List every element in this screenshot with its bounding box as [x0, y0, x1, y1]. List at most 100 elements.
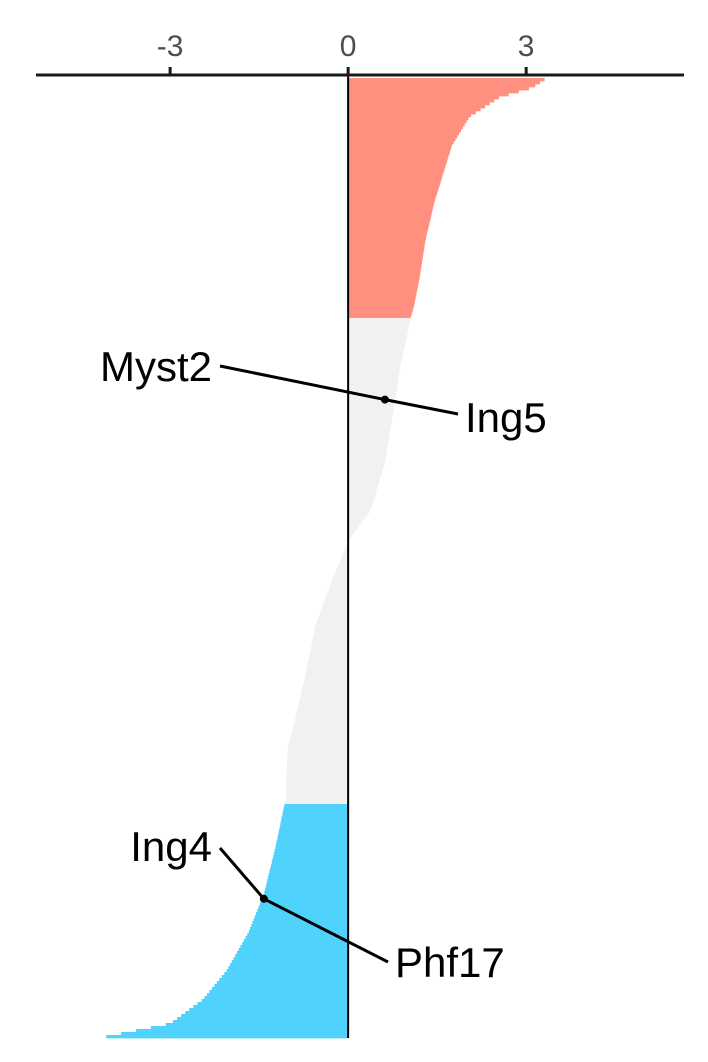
- bar: [348, 219, 431, 223]
- bar: [348, 522, 361, 526]
- bar: [348, 441, 389, 445]
- bar: [348, 168, 445, 172]
- bar: [335, 570, 349, 574]
- bar: [135, 1029, 349, 1033]
- bar: [348, 240, 426, 244]
- bar: [348, 378, 399, 382]
- bar: [302, 687, 349, 691]
- highlight-label: Myst2: [100, 343, 212, 390]
- bar: [348, 159, 448, 163]
- bar: [287, 756, 349, 760]
- bar: [348, 117, 469, 121]
- bar: [322, 606, 349, 610]
- bar: [348, 162, 447, 166]
- bar: [345, 546, 349, 550]
- bar: [121, 1032, 349, 1036]
- bar: [348, 132, 460, 136]
- bar: [348, 312, 412, 316]
- bar: [185, 1011, 349, 1015]
- x-tick-label: -3: [157, 30, 184, 63]
- bar: [348, 495, 375, 499]
- bar: [348, 246, 425, 250]
- highlight-label: Phf17: [395, 939, 505, 986]
- bar: [318, 615, 349, 619]
- bar: [348, 144, 452, 148]
- bar: [304, 678, 349, 682]
- bar: [348, 300, 415, 304]
- bar: [340, 558, 349, 562]
- bar: [284, 804, 349, 808]
- bar: [300, 696, 349, 700]
- bar: [348, 213, 432, 217]
- bar: [286, 765, 349, 769]
- bar: [333, 576, 349, 580]
- bar: [330, 582, 349, 586]
- bar: [256, 912, 349, 916]
- bar: [348, 411, 394, 415]
- bar: [348, 339, 406, 343]
- bar: [297, 708, 349, 712]
- bar: [253, 918, 349, 922]
- bar: [348, 429, 391, 433]
- bar: [348, 534, 352, 538]
- bar: [348, 123, 465, 127]
- bar: [252, 921, 349, 925]
- bar: [334, 573, 349, 577]
- bar: [327, 591, 349, 595]
- bar: [348, 315, 411, 319]
- bar: [189, 1008, 349, 1012]
- bar: [348, 369, 400, 373]
- bar: [348, 195, 437, 199]
- bar: [259, 903, 349, 907]
- bar: [329, 585, 349, 589]
- bar: [279, 828, 349, 832]
- bar: [283, 807, 349, 811]
- bar: [281, 819, 349, 823]
- bar: [269, 870, 349, 874]
- bar: [277, 834, 349, 838]
- bar: [348, 372, 400, 376]
- highlight-leader-line: [263, 897, 389, 964]
- bar: [348, 321, 410, 325]
- bar: [324, 600, 349, 604]
- bar: [348, 465, 384, 469]
- bar: [288, 744, 349, 748]
- bars-group: [106, 78, 545, 1039]
- bar: [348, 435, 390, 439]
- bar: [228, 966, 349, 970]
- bar: [267, 879, 349, 883]
- bar: [348, 474, 381, 478]
- bar: [348, 498, 374, 502]
- bar: [348, 420, 392, 424]
- bar: [341, 555, 349, 559]
- bar: [272, 858, 349, 862]
- bar: [221, 975, 349, 979]
- bar: [286, 786, 349, 790]
- bar: [348, 354, 403, 358]
- bar: [308, 657, 349, 661]
- bar: [348, 375, 399, 379]
- bar: [348, 330, 408, 334]
- bar: [348, 114, 472, 118]
- bar: [300, 693, 349, 697]
- bar: [275, 846, 349, 850]
- bar: [285, 798, 349, 802]
- bar: [348, 105, 486, 109]
- bar: [287, 762, 349, 766]
- bar: [348, 309, 413, 313]
- bar: [348, 96, 499, 100]
- bar: [343, 552, 349, 556]
- bar: [348, 243, 425, 247]
- bar: [315, 624, 349, 628]
- bar: [348, 366, 401, 370]
- bar: [314, 627, 349, 631]
- bar: [286, 783, 349, 787]
- bar: [348, 291, 417, 295]
- bar: [348, 384, 398, 388]
- bar: [251, 924, 349, 928]
- bar: [348, 276, 420, 280]
- bar: [348, 525, 359, 529]
- bar: [348, 393, 396, 397]
- bar: [279, 825, 349, 829]
